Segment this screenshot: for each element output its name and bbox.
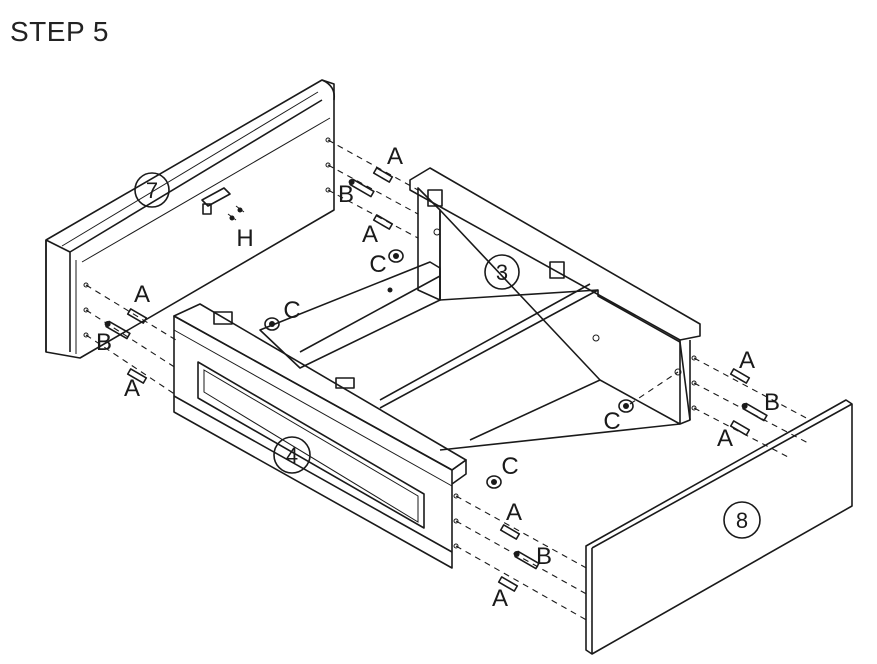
part-callout-3: 3 — [484, 254, 520, 290]
label-dowel: A — [134, 281, 150, 308]
label-cam-lock: C — [501, 453, 518, 480]
label-dowel: A — [717, 425, 733, 452]
label-cam-lock: C — [603, 408, 620, 435]
label-dowel: A — [124, 375, 140, 402]
label-cam-lock: C — [283, 297, 300, 324]
bracket-h — [201, 187, 245, 221]
part-callout-4: 4 — [273, 436, 311, 474]
label-bracket: H — [236, 225, 253, 252]
part-number-3: 3 — [496, 260, 508, 285]
label-cam-bolt: B — [764, 389, 780, 416]
hardware — [104, 167, 768, 592]
back-panel-3 — [409, 167, 701, 425]
hardware-labels: A B A C H A B A C A B A C C A B A — [96, 143, 780, 612]
label-cam-bolt: B — [338, 181, 354, 208]
drawer-bottom — [259, 261, 681, 451]
front-panel-4 — [173, 303, 467, 569]
side-panel-7 — [45, 79, 336, 359]
label-cam-bolt: B — [96, 329, 112, 356]
part-callout-7: 7 — [134, 172, 170, 208]
part-number-7: 7 — [146, 178, 158, 203]
part-callout-8: 8 — [723, 501, 761, 539]
label-dowel: A — [362, 221, 378, 248]
part-number-8: 8 — [736, 508, 748, 533]
alignment-lines — [85, 139, 811, 623]
label-dowel: A — [739, 347, 755, 374]
label-cam-bolt: B — [536, 543, 552, 570]
page-title: STEP 5 — [10, 16, 109, 47]
label-dowel: A — [506, 499, 522, 526]
label-dowel: A — [492, 585, 508, 612]
label-dowel: A — [387, 143, 403, 170]
part-number-4: 4 — [286, 443, 298, 468]
label-cam-lock: C — [369, 251, 386, 278]
side-panel-8 — [585, 399, 853, 655]
